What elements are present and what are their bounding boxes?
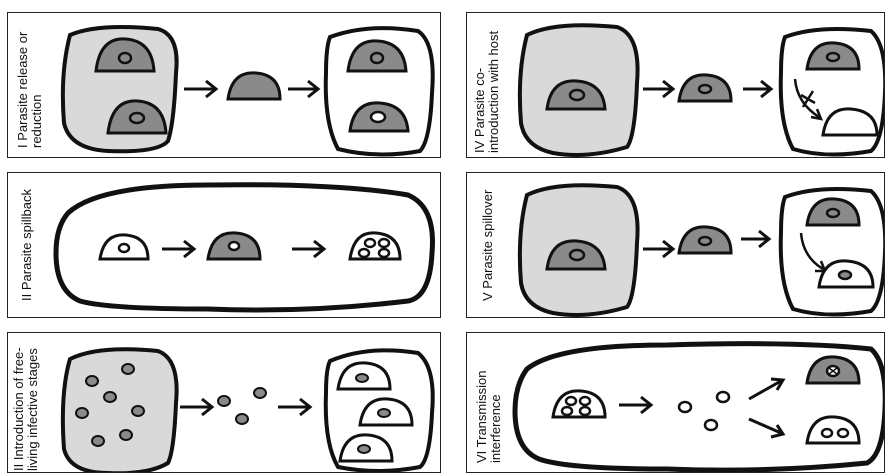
free-living-stage [217, 395, 231, 407]
parasite-icon [377, 247, 391, 259]
arrow-icon [162, 239, 197, 259]
arrow-icon [741, 229, 772, 249]
parasite-icon [697, 83, 713, 95]
parasite-icon [836, 427, 850, 439]
panel-VI-diagram [512, 341, 884, 472]
arrow-icon [278, 397, 313, 417]
arrow-icon [288, 79, 321, 99]
free-living-stage [119, 429, 133, 441]
panel-parasite-spillback: II Parasite spillback [7, 172, 441, 318]
free-living-stage [75, 407, 89, 419]
panel-transmission-interference: VI Transmission interference [466, 332, 885, 473]
free-living-stage [703, 418, 719, 432]
arrow-icon [748, 417, 786, 439]
parasite-icon [227, 240, 241, 252]
parasite-icon [560, 405, 574, 417]
panel-parasite-release: I Parasite release or reduction [7, 12, 441, 158]
parasite-icon [117, 51, 133, 65]
panel-V-diagram [517, 183, 884, 317]
parasite-icon [828, 367, 838, 375]
panel-I-diagram [60, 25, 435, 157]
arrow-icon [184, 79, 219, 99]
parasite-icon [355, 373, 369, 383]
parasite-icon [117, 242, 131, 254]
free-living-stage [253, 387, 267, 399]
parasite-icon [578, 405, 592, 417]
panel-co-introduction: IV Parasite co- introduction with host [466, 12, 885, 158]
free-living-stage [235, 413, 249, 425]
parasite-icon [369, 51, 385, 65]
arrow-icon [643, 79, 676, 99]
introduced-host [226, 71, 282, 101]
panel-IV-diagram [517, 23, 884, 157]
panel-parasite-spillover: V Parasite spillover [466, 172, 885, 318]
free-living-stage [131, 405, 145, 417]
arrow-icon [743, 79, 774, 99]
free-living-stage [121, 363, 135, 375]
panel-II-diagram [53, 182, 435, 313]
reduced-parasite-icon [369, 110, 387, 124]
free-living-stage [715, 390, 731, 404]
parasite-icon [837, 269, 853, 281]
arrow-icon [748, 377, 786, 401]
parasite-icon [697, 235, 713, 247]
parasite-icon [825, 207, 841, 219]
blocked-transmission-arrow [793, 78, 824, 121]
free-living-stage [677, 400, 693, 414]
parasite-icon [568, 248, 586, 262]
arrow-icon [292, 239, 327, 259]
parasite-icon [578, 395, 592, 407]
parasite-icon [357, 247, 371, 259]
free-living-stage [91, 435, 105, 447]
arrow-icon [619, 395, 654, 415]
block-cross-icon [800, 90, 816, 108]
host-region [512, 341, 884, 472]
parasite-icon [820, 427, 834, 439]
panel-free-living-stages: II Introduction of free- living infectiv… [7, 332, 441, 473]
arrow-icon [643, 239, 676, 259]
parasite-icon [568, 88, 586, 102]
panel-III-diagram [60, 347, 435, 472]
free-living-stage [103, 391, 117, 403]
parasite-icon [564, 395, 578, 407]
parasite-icon [377, 408, 391, 418]
parasite-icon [363, 237, 377, 249]
parasite-icon [825, 51, 841, 63]
uninfected-native-host [821, 107, 879, 137]
arrow-icon [180, 397, 215, 417]
parasite-icon [377, 237, 391, 249]
free-living-stage [85, 375, 99, 387]
parasite-icon [357, 444, 371, 454]
parasite-icon [128, 111, 146, 125]
